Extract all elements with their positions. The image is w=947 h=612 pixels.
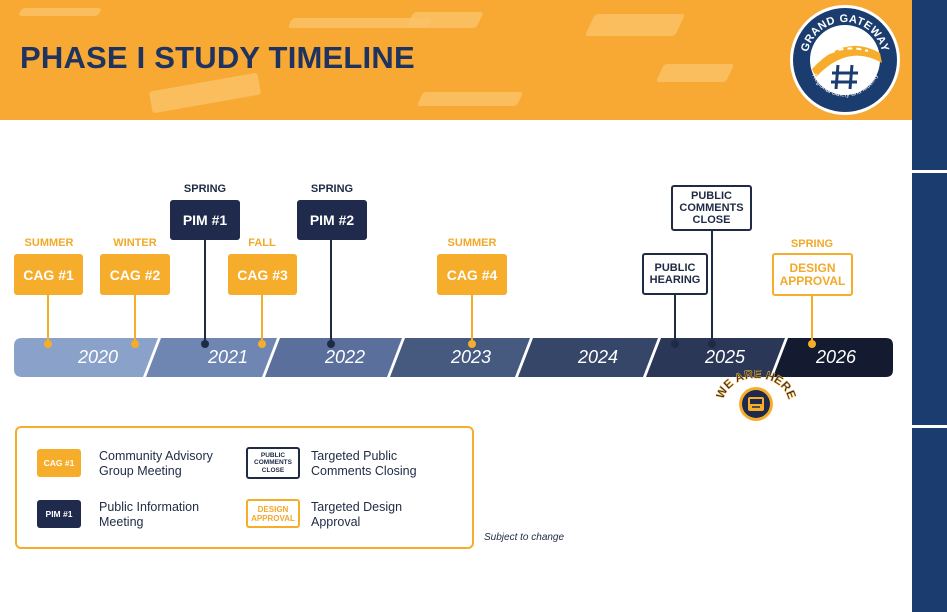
we-are-here-badge: WE ARE HERE (716, 370, 796, 421)
milestone-cag1: CAG #1 (14, 254, 83, 295)
milestone-label: PIM #2 (309, 212, 355, 228)
marker-cag3 (258, 340, 266, 348)
season-label-cag3: FALL (248, 237, 276, 249)
marker-cag2 (131, 340, 139, 348)
season-label-pim1: SPRING (183, 183, 227, 195)
milestone-label: CAG #3 (237, 266, 288, 283)
side-strip (912, 0, 947, 612)
segment-2026 (773, 338, 893, 377)
year-label-2021: 2021 (207, 347, 249, 367)
milestone-label: CAG #4 (446, 266, 498, 283)
season-label-design: SPRING (790, 238, 834, 250)
year-label-2025: 2025 (704, 347, 746, 367)
segment-2020 (14, 338, 158, 377)
milestone-cag2: CAG #2 (100, 254, 170, 295)
marker-hearing (671, 340, 679, 348)
segment-2022 (265, 338, 402, 377)
marker-cag1 (44, 340, 52, 348)
milestone-label: PIM #1 (182, 212, 228, 228)
season-label-cag2: WINTER (113, 237, 157, 249)
season-label-cag4: SUMMER (447, 237, 497, 249)
milestone-label: CAG #1 (23, 266, 74, 283)
milestone-cag4: CAG #4 (437, 254, 507, 295)
milestone-pim1: PIM #1 (170, 200, 240, 240)
marker-pim1 (201, 340, 209, 348)
grand-gateway-logo: GRAND GATEWAY Regional Safety and Mobili… (790, 5, 900, 115)
legend-pim-icon: PIM #1 (37, 500, 81, 528)
year-label-2022: 2022 (324, 347, 366, 367)
page-title: PHASE I STUDY TIMELINE (20, 40, 415, 75)
segment-2023 (390, 338, 530, 377)
marker-design (808, 340, 816, 348)
year-label-2020: 2020 (77, 347, 119, 367)
marker-cag4 (468, 340, 476, 348)
marker-pim2 (327, 340, 335, 348)
subject-to-change-note: Subject to change (484, 532, 565, 543)
strip-gap (912, 425, 947, 428)
year-label-2024: 2024 (577, 347, 619, 367)
season-label-pim2: SPRING (310, 183, 354, 195)
segment-2024 (518, 338, 658, 377)
header-banner: PHASE I STUDY TIMELINE (0, 0, 912, 120)
year-label-2026: 2026 (815, 347, 857, 367)
marker-comments (708, 340, 716, 348)
strip-gap (912, 170, 947, 173)
segment-2021 (146, 338, 277, 377)
segment-2025 (646, 338, 785, 377)
milestone-cag3: CAG #3 (228, 254, 297, 295)
year-label-2023: 2023 (450, 347, 492, 367)
legend-cag-icon: CAG #1 (37, 449, 81, 477)
milestone-label: CAG #2 (109, 266, 161, 283)
season-label-cag1: SUMMER (24, 237, 74, 249)
milestone-pim2: PIM #2 (297, 200, 367, 240)
